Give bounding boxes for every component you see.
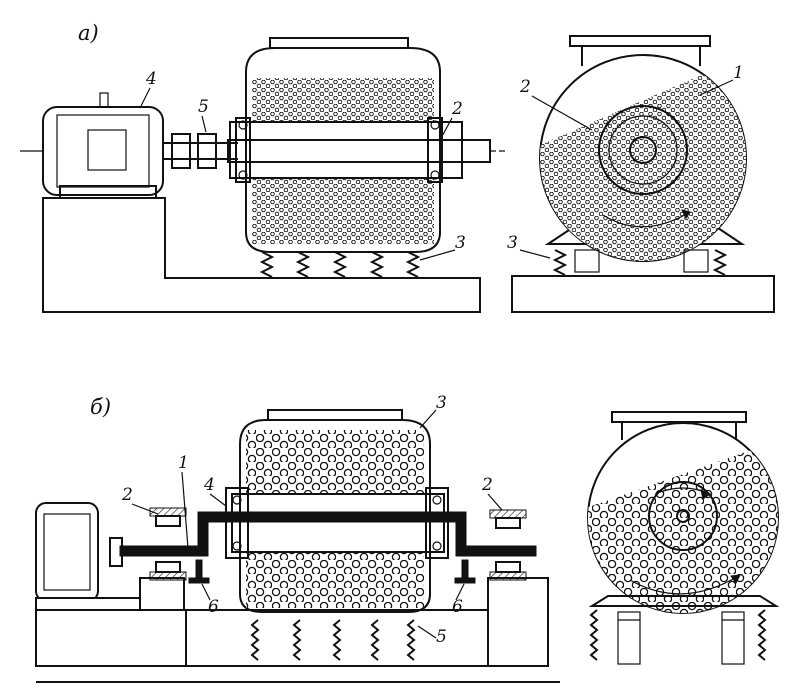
drum-side (227, 37, 505, 253)
floor-left (35, 609, 187, 667)
electric-motor (20, 92, 164, 199)
drum-end-view (511, 35, 775, 313)
label-b-shaft: 1 (178, 453, 189, 473)
label-b-drum: 3 (436, 393, 447, 413)
panel-a-title: а) (78, 21, 99, 45)
label-motor: 4 (145, 69, 157, 89)
pedestal-right (487, 577, 549, 667)
bearing-right (489, 509, 527, 581)
label-shaft: 2 (451, 99, 463, 119)
bearing-left (149, 507, 187, 581)
drum-b (225, 409, 449, 613)
eccentric-shaft (119, 511, 537, 557)
pedestal-left (139, 577, 185, 611)
stop-right (454, 559, 476, 584)
springs-b (250, 619, 416, 661)
label-b-bearing-right: 2 (481, 475, 493, 495)
label-end-springs: 3 (507, 233, 518, 253)
panel-b: б) (35, 393, 780, 683)
label-b-bearing-left: 2 (121, 485, 133, 505)
label-b-springs: 5 (436, 627, 447, 647)
label-coupling: 5 (198, 97, 209, 117)
side-foundation (42, 197, 481, 313)
springs-side (259, 251, 421, 278)
label-b-stop-left: 6 (208, 597, 219, 617)
panel-a: а) 4 5 (20, 21, 775, 313)
drum-end-view-b (587, 411, 780, 665)
panel-b-title: б) (90, 395, 111, 419)
label-b-bearing-inner: 4 (203, 475, 215, 495)
label-springs: 3 (455, 233, 466, 253)
coupling (163, 133, 238, 169)
stop-left (188, 559, 210, 584)
label-end-load: 1 (733, 63, 744, 83)
label-end-shaft: 2 (519, 77, 531, 97)
label-b-stop-right: 6 (452, 597, 463, 617)
